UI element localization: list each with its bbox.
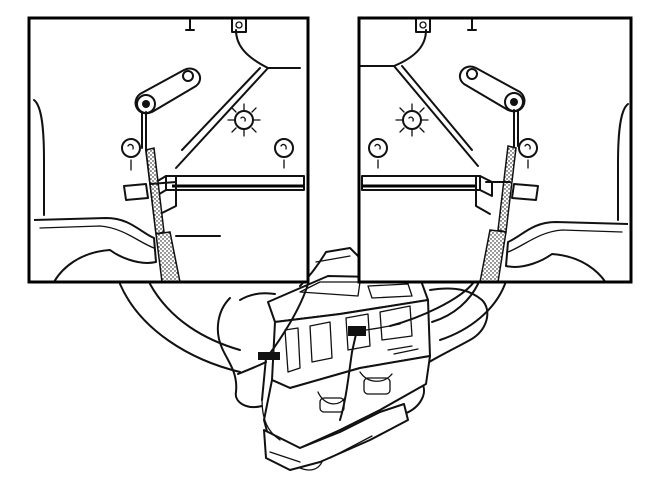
right-housing-edge [617, 103, 629, 221]
cable-outer-upper [145, 147, 165, 235]
duct-outlet-right [359, 371, 393, 382]
bracket-diagonal [175, 67, 269, 169]
right-control-cable [389, 281, 475, 327]
cable-clamp [123, 183, 149, 201]
bracket-diagonal [393, 65, 479, 167]
cable-clamp [511, 183, 539, 201]
right-side-housing [409, 287, 489, 375]
screw-icon [395, 103, 429, 137]
left-detail-view [27, 16, 310, 284]
right-duct-curve [439, 283, 506, 341]
left-detail-frame [27, 16, 310, 284]
left-housing-edge [33, 99, 45, 216]
right-cable-clip [348, 326, 366, 336]
left-side-housing [216, 297, 263, 408]
screw-icon [227, 103, 261, 137]
control-lever [458, 65, 526, 113]
screw-icon [274, 138, 294, 169]
cable-clamp-sleeve [479, 229, 507, 282]
left-duct-curve [119, 283, 241, 373]
right-detail-view [357, 16, 633, 284]
heater-unit-base [263, 403, 409, 471]
left-control-cable [267, 283, 309, 357]
left-cable-clip [258, 352, 280, 360]
screw-icon [518, 138, 538, 169]
top-clip [231, 18, 247, 33]
control-lever [134, 67, 202, 115]
screw-icon [121, 138, 141, 171]
screw-icon [368, 138, 388, 169]
bracket-plate [361, 175, 481, 191]
right-detail-frame [357, 16, 633, 284]
top-clip [415, 18, 431, 33]
bracket-plate [165, 175, 305, 191]
cable-clamp-sleeve [155, 231, 181, 282]
heater-unit-assembly [119, 247, 506, 471]
